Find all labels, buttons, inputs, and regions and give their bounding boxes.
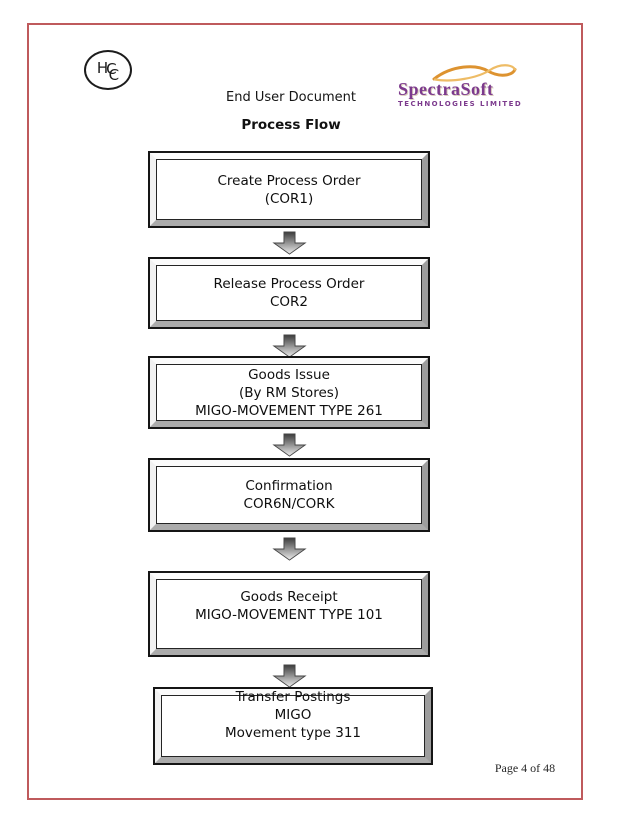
flow-step-line: Release Process Order [213,276,365,292]
down-arrow-icon [272,231,307,255]
page-title: Process Flow [241,117,341,133]
box-inner: Goods Issue(By RM Stores)MIGO-MOVEMENT T… [156,364,422,421]
down-arrow-icon [272,334,307,358]
flow-step-line: Goods Receipt [240,589,338,605]
flow-step-line: Create Process Order [217,172,361,189]
brand-name: SpectraSoft [398,79,494,99]
hcc-monogram-c2: C [108,66,120,84]
flow-step-line: (By RM Stores) [238,384,340,401]
page-number: Page 4 of 48 [494,761,556,775]
down-arrow-icon [272,537,307,561]
flow-step-text: Goods Issue(By RM Stores)MIGO-MOVEMENT T… [157,366,421,420]
page-border [27,23,583,800]
flow-step-line: COR6N/CORK [243,496,335,512]
box-inner: Create Process Order(COR1) [156,159,422,220]
flow-step-line: Movement type 311 [224,725,361,741]
hcc-monogram-c1: C [106,60,117,78]
flow-step-text: Create Process Order(COR1) [157,172,421,208]
box-bevel-frame: Create Process Order(COR1) [150,153,428,226]
flow-step-line: Confirmation [245,478,333,494]
flow-step-line: Transfer Postings [235,689,351,705]
flow-step-line: (COR1) [264,190,314,207]
flow-step-line: MIGO-MOVEMENT TYPE 101 [195,607,383,623]
flow-step-line: Goods Issue [248,366,330,383]
flow-step-line: MIGO [274,707,312,723]
swoosh-icon [432,64,517,82]
flow-step-box-1: Create Process Order(COR1) [148,151,430,228]
flow-step-line: COR2 [269,294,309,310]
flow-step-line: MIGO-MOVEMENT TYPE 261 [195,402,383,419]
spectrasoft-logo: SpectraSoft TECHNOLOGIES LIMITED [398,62,522,108]
down-arrow-icon [272,433,307,457]
flow-step-box-3: Goods Issue(By RM Stores)MIGO-MOVEMENT T… [148,356,430,429]
brand-tagline: TECHNOLOGIES LIMITED [398,100,523,108]
hcc-monogram-text: H [96,59,109,77]
box-bevel-frame: Goods Issue(By RM Stores)MIGO-MOVEMENT T… [150,358,428,427]
document-type-label: End User Document [226,90,356,105]
down-arrow-icon [272,664,307,688]
